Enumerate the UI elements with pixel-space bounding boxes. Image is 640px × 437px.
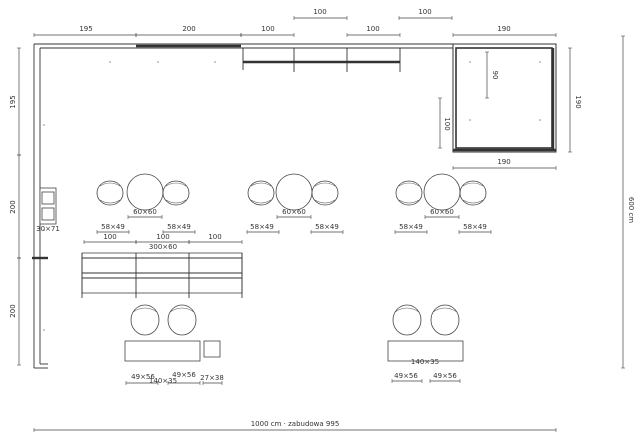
table-group-1: 60×60 58×49 58×49 [96,173,196,235]
counter-unit: 100 100 100 300×60 [81,233,243,298]
chair-left-size: 58×49 [399,223,423,231]
dim-top-200: 200 [182,25,195,33]
corner-booth: 90 100 190 [437,43,557,171]
dim-top-100c: 100 [366,25,379,33]
dim-right-190: 190 [574,95,582,108]
armchair-2-size: 49×56 [433,372,457,380]
chair-left-size: 58×49 [101,223,125,231]
armchair-1-size: 49×56 [394,372,418,380]
bench-size: 140×35 [149,377,177,385]
counter-seg2: 100 [156,233,169,241]
left-dimension-lines: 195 200 200 [9,47,22,366]
dim-left-195: 195 [9,95,17,108]
table-group-3: 60×60 58×49 58×49 [394,173,492,235]
armchair-1 [130,304,160,336]
chair-right-size: 58×49 [315,223,339,231]
right-dimension-lines: 190 600 cm [567,35,635,369]
armchair-2 [430,304,460,336]
dim-top-100b: 100 [313,8,326,16]
counter-total: 300×60 [149,243,177,251]
stool [203,340,221,358]
bottom-dimension: 1000 cm · zabudowa 995 [33,420,557,433]
table-group-2: 60×60 58×49 58×49 [246,173,344,235]
round-table [423,173,461,211]
dim-top-100a: 100 [261,25,274,33]
chair-right [459,180,487,206]
lounge-left: 49×56 49×56 140×35 27×38 [124,304,224,386]
counter-seg1: 100 [103,233,116,241]
dim-left-200: 200 [9,200,17,213]
chair-right-size: 58×49 [463,223,487,231]
stool-size: 27×38 [200,374,224,382]
chair-left [247,180,275,206]
armchair-2-size: 49×56 [172,371,196,379]
table-size-label: 60×60 [430,208,454,216]
armchair-1 [392,304,422,336]
bench [124,340,201,362]
side-table: 30×71 [36,187,60,233]
dim-top-100d: 100 [418,8,431,16]
chair-right [311,180,339,206]
booth-dim-100: 100 [443,117,451,130]
chair-left-size: 58×49 [250,223,274,231]
bench-size: 140×35 [411,358,439,366]
armchair-1-size: 49×56 [131,373,155,381]
armchair-2 [167,304,197,336]
table-size-label: 60×60 [282,208,306,216]
round-table [275,173,313,211]
dim-left-200b: 200 [9,304,17,317]
top-dimension-lines: 195 200 100 100 100 100 190 [33,8,557,38]
booth-dim-190: 190 [497,158,510,166]
chair-right-size: 58×49 [167,223,191,231]
dim-top-195: 195 [79,25,92,33]
dim-right-600: 600 cm [627,197,635,223]
wall-shelves [242,48,401,72]
dim-top-190: 190 [497,25,510,33]
lounge-right: 140×35 49×56 49×56 [387,304,464,384]
chair-left [96,180,124,206]
round-table [126,173,164,211]
chair-right [162,180,190,206]
side-table-label: 30×71 [36,225,60,233]
chair-left [395,180,423,206]
bench [387,340,464,362]
table-size-label: 60×60 [133,208,157,216]
dim-bottom-total: 1000 cm · zabudowa 995 [251,420,340,428]
booth-dim-90: 90 [491,71,499,80]
counter-seg3: 100 [208,233,221,241]
